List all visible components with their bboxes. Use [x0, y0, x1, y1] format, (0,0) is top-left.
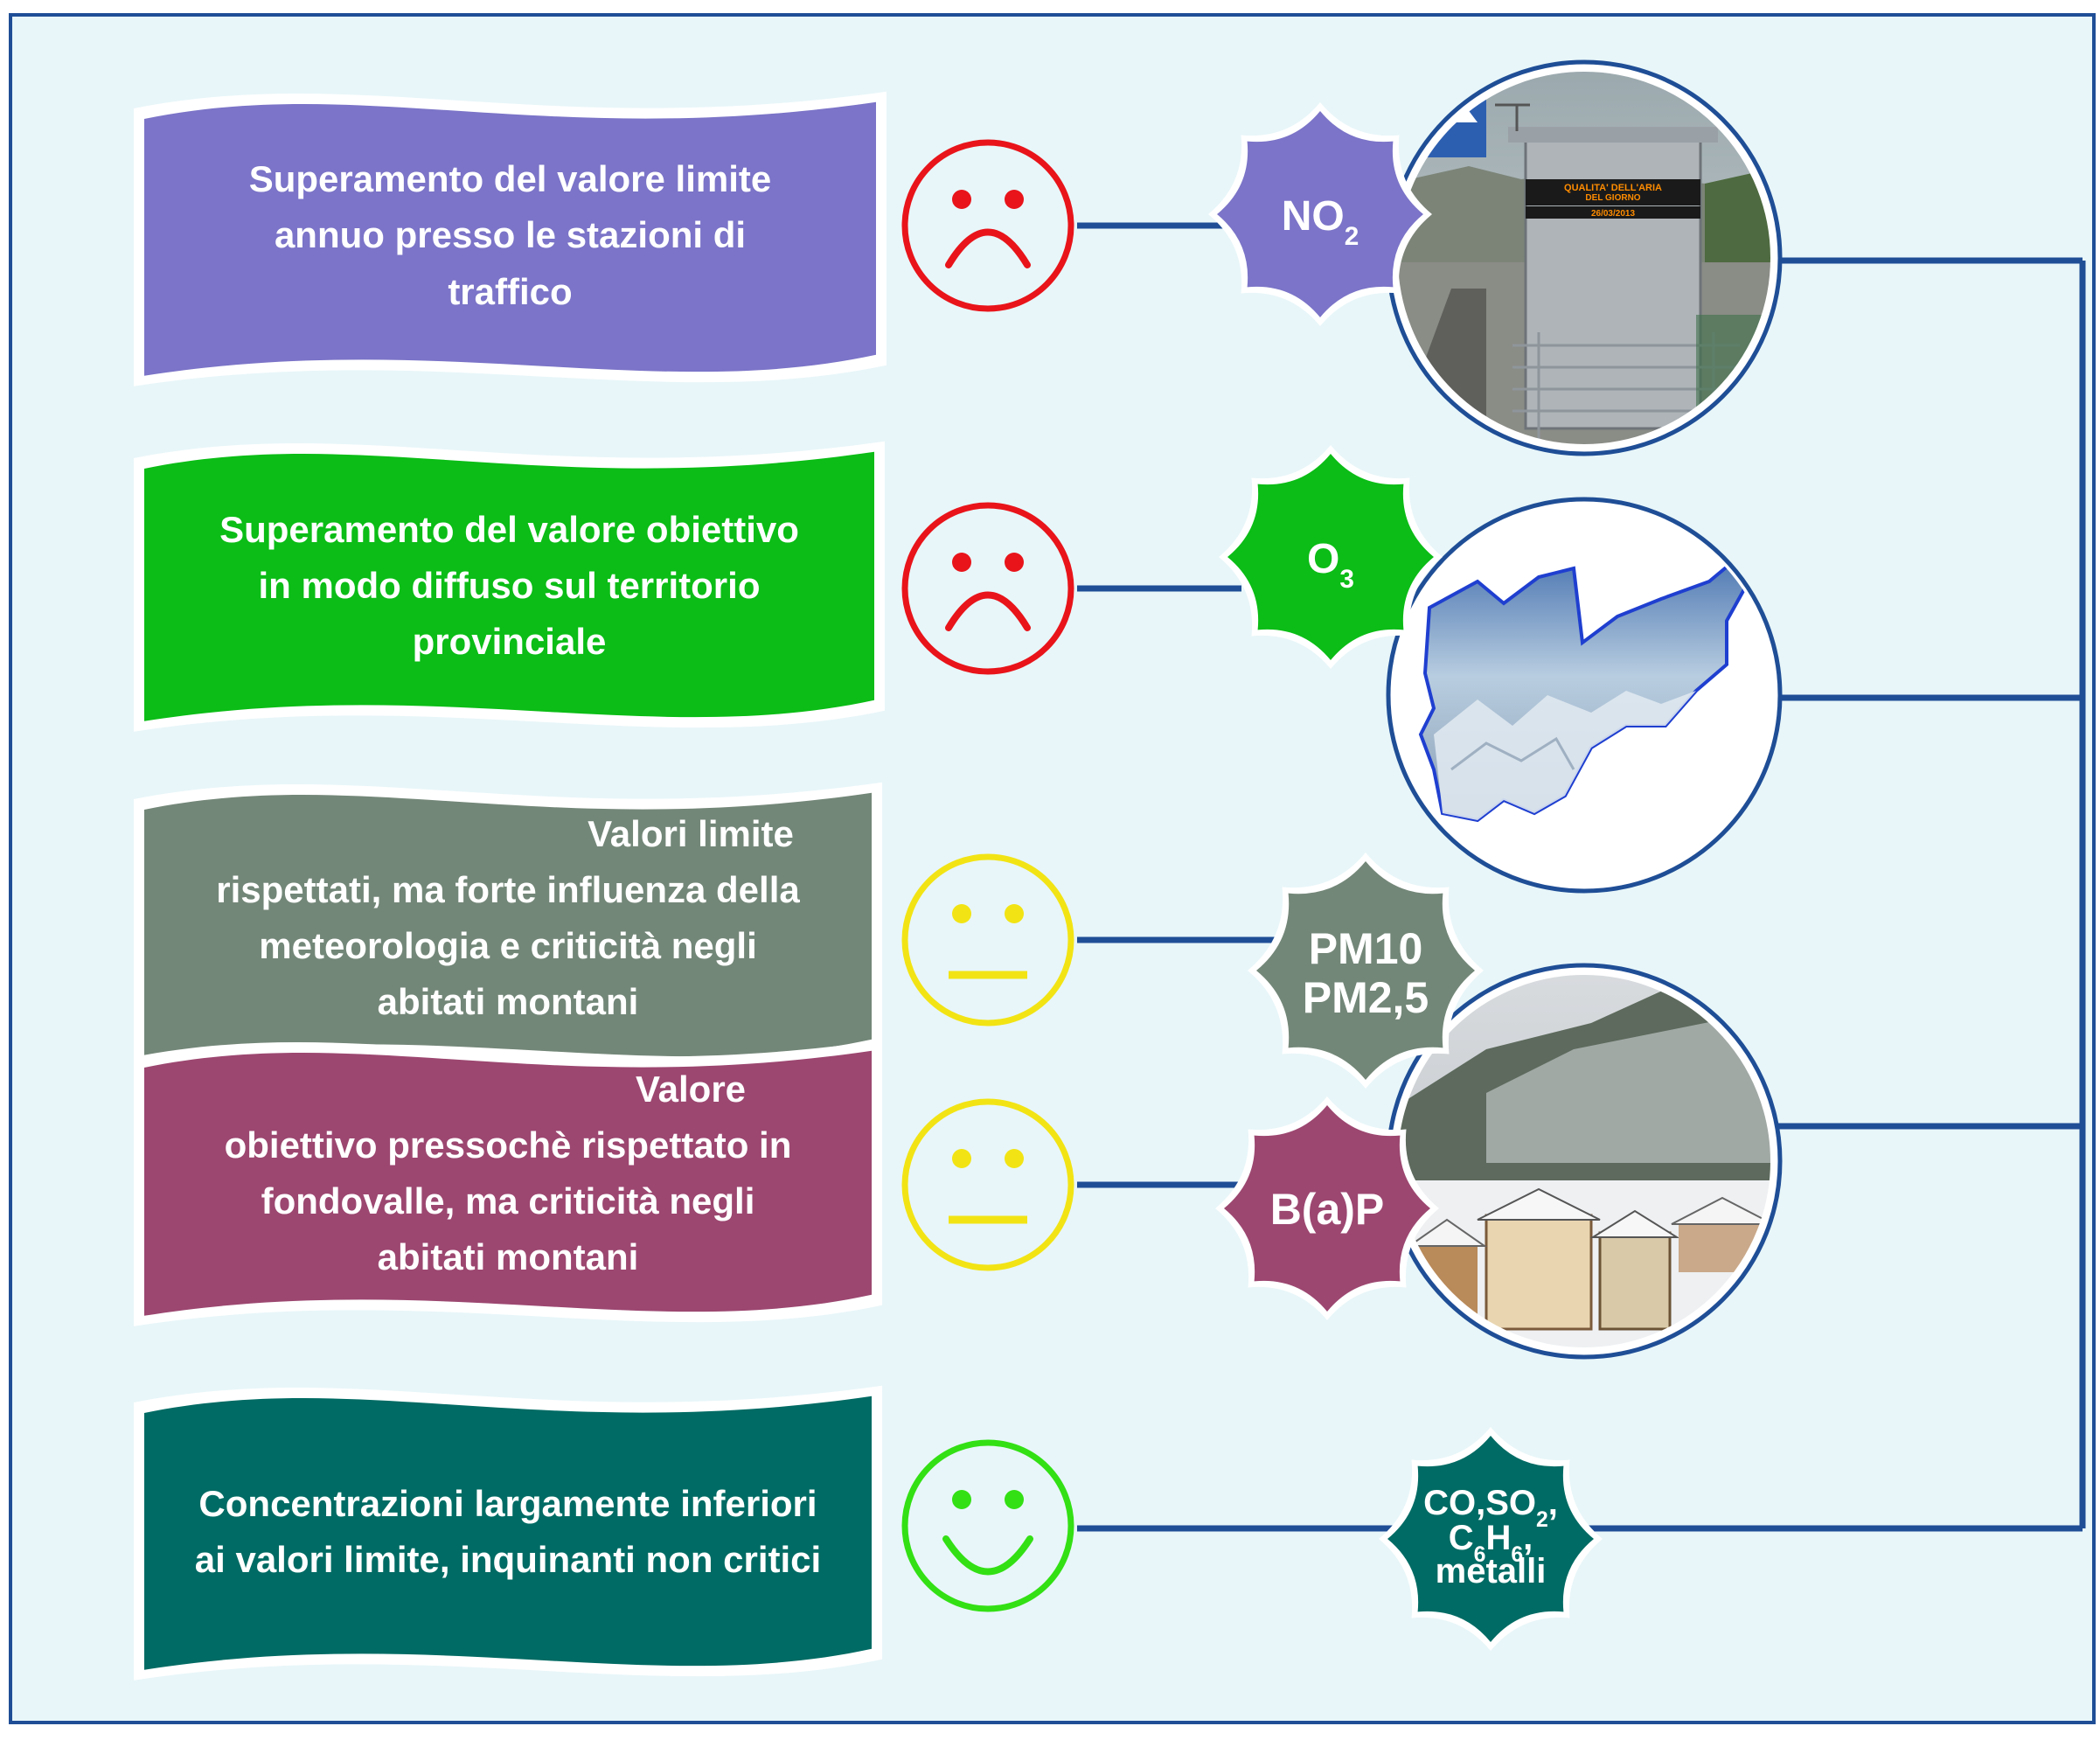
connector-lines	[1077, 222, 2086, 1532]
neutral-face-icon	[901, 853, 1074, 1027]
happy-face-icon	[901, 1439, 1074, 1612]
pollutant-badge-o3: O3	[1219, 445, 1443, 669]
sad-face-icon	[901, 502, 1074, 675]
pollutant-label: O3	[1307, 536, 1354, 594]
pollutant-label: metalli	[1436, 1552, 1547, 1590]
sad-face-icon	[901, 139, 1074, 312]
banner-pm: Valori limite rispettati, ma forte influe…	[134, 782, 882, 1071]
banner-shape	[144, 451, 874, 721]
banner-no2: Superamento del valore limite annuo press…	[134, 91, 887, 386]
banner-text-line: rispettati, ma forte influenza della	[216, 869, 800, 910]
pollutant-badge-other: CO,SO2,C6H6,metalli	[1379, 1427, 1603, 1651]
station-display-line1: QUALITA' DELL'ARIA	[1564, 183, 1662, 193]
neutral-face-icon	[901, 1098, 1074, 1271]
banner-bap: Valore obiettivo pressochè rispettato in f…	[134, 1040, 882, 1326]
pollutant-label: C6H6,	[1449, 1519, 1533, 1567]
banner-text-line: annuo presso le stazioni di	[275, 214, 746, 255]
banner-shape	[144, 1050, 872, 1316]
banner-o3: Superamento del valore obiettivo in modo …	[134, 441, 885, 732]
banner-text-line: traffico	[448, 271, 572, 312]
banner-text-line: provinciale	[413, 621, 607, 662]
station-display-line3: 26/03/2013	[1591, 209, 1635, 219]
banner-text-line: meteorologia e criticità negli	[259, 925, 756, 966]
photo-province-map	[1386, 497, 1783, 894]
banner-shape	[144, 792, 872, 1061]
pollutant-label: NO2	[1282, 193, 1359, 251]
banner-text-line: Superamento del valore obiettivo	[219, 509, 799, 550]
banner-text-line: in modo diffuso sul territorio	[259, 565, 761, 606]
banner-shape	[144, 1395, 872, 1670]
pollutant-badge-bap: B(a)P	[1215, 1096, 1439, 1320]
pollutant-label: CO,SO2,	[1423, 1484, 1558, 1532]
pollutant-label: PM2,5	[1303, 973, 1429, 1022]
banner-text-line: fondovalle, ma criticità negli	[261, 1180, 755, 1221]
banner-shape	[144, 101, 876, 376]
pollutant-label: PM10	[1309, 924, 1423, 973]
banner-text-line: obiettivo pressochè rispettato in	[225, 1124, 792, 1166]
pollutant-label: B(a)P	[1270, 1185, 1385, 1234]
banner-text-line: Superamento del valore limite	[249, 158, 772, 199]
banner-text-line: Concentrazioni largamente inferiori	[198, 1483, 817, 1524]
photo-snowy-village	[1386, 963, 1783, 1360]
banner-text-line: abitati montani	[378, 981, 639, 1022]
banner-other: Concentrazioni largamente inferiori ai va…	[134, 1385, 882, 1681]
banner-text-line: abitati montani	[378, 1236, 639, 1277]
banner-text-line: ai valori limite, inquinanti non critici	[195, 1539, 821, 1580]
banner-text-line: Valore	[636, 1068, 746, 1110]
photo-air-quality-station: QUALITA' DELL'ARIA DEL GIORNO 26/03/2013	[1386, 59, 1783, 456]
pollutant-badge-no2: NO2	[1208, 102, 1432, 326]
banner-text-line: Valori limite	[588, 813, 794, 854]
station-display-line2: DEL GIORNO	[1585, 193, 1640, 203]
